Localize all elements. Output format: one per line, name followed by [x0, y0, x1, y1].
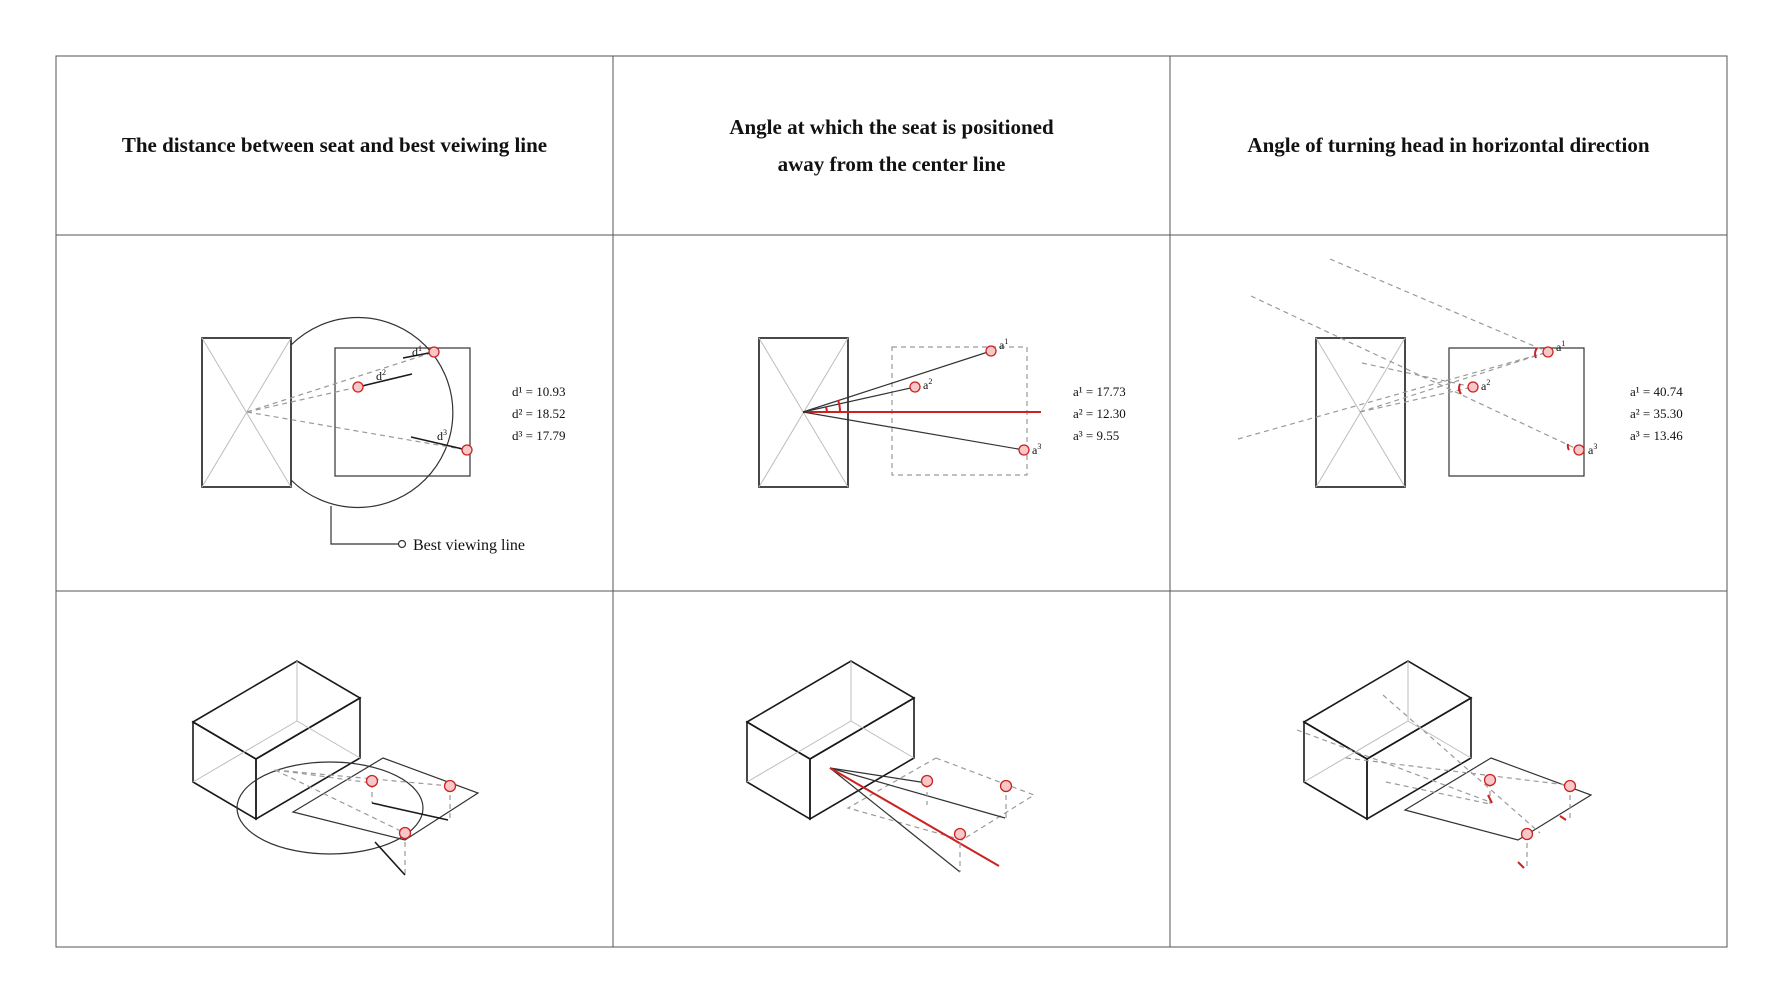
- label-a2: a: [1481, 379, 1487, 393]
- seat-a1: [1542, 346, 1554, 358]
- label-a2-sup: 2: [928, 377, 932, 386]
- screen-box: [1315, 337, 1406, 488]
- svg-text:a1: a1: [999, 337, 1008, 352]
- callout-best-viewing-line: Best viewing line: [413, 537, 525, 554]
- label-d3: d: [437, 429, 443, 443]
- svg-text:a1: a1: [1556, 339, 1565, 354]
- panel-distance-plan: d1 d2 d3 d¹ = 10.93 d² = 18.52 d³ = 17.7…: [201, 316, 565, 554]
- value-a1: a¹ = 40.74: [1630, 384, 1683, 399]
- seat-a3: [1018, 444, 1030, 456]
- header-distance-text: The distance between seat and best veiwi…: [121, 133, 548, 157]
- seating-area: [334, 347, 471, 477]
- value-a1: a¹ = 17.73: [1073, 384, 1126, 399]
- label-a1: a: [999, 338, 1005, 352]
- label-a3-sup: 3: [1037, 442, 1041, 451]
- label-a3: a: [1588, 443, 1594, 457]
- label-a2: a: [923, 378, 929, 392]
- svg-text:a3: a3: [1032, 442, 1041, 457]
- svg-text:d3: d3: [437, 428, 447, 443]
- header-distance: The distance between seat and best veiwi…: [56, 56, 613, 235]
- seating-area: [1448, 347, 1585, 477]
- screen-box: [201, 337, 292, 488]
- label-a1-sup: 1: [1004, 337, 1008, 346]
- svg-text:a2: a2: [1481, 378, 1490, 393]
- header-seat-angle: Angle at which the seat is positioned aw…: [613, 56, 1170, 235]
- label-d2: d: [376, 369, 382, 383]
- seat-a3: [1573, 444, 1585, 456]
- value-a3: a³ = 9.55: [1073, 428, 1119, 443]
- seat-a2: [909, 381, 921, 393]
- label-a1: a: [1556, 340, 1562, 354]
- value-a3: a³ = 13.46: [1630, 428, 1683, 443]
- label-a2-sup: 2: [1486, 378, 1490, 387]
- value-d2: d² = 18.52: [512, 406, 565, 421]
- label-a3-sup: 3: [1593, 442, 1597, 451]
- label-a1-sup: 1: [1561, 339, 1565, 348]
- svg-text:d1: d1: [412, 344, 422, 359]
- panel-seat-angle-iso: [745, 660, 1036, 873]
- label-a3: a: [1032, 443, 1038, 457]
- seat-d3: [461, 444, 473, 456]
- header-seat-angle-line2: away from the center line: [777, 151, 1006, 176]
- header-head-turn: Angle of turning head in horizontal dire…: [1170, 56, 1727, 235]
- svg-text:a2: a2: [923, 377, 932, 392]
- panel-head-turn-plan: a1 a2 a3 a¹ = 40.74 a² = 35.30 a³ = 13.4…: [1237, 258, 1683, 488]
- label-d2-sup: 2: [382, 368, 386, 377]
- seat-d2: [352, 381, 364, 393]
- header-head-turn-text: Angle of turning head in horizontal dire…: [1247, 133, 1650, 157]
- value-a2: a² = 12.30: [1073, 406, 1126, 421]
- seat-a1: [985, 345, 997, 357]
- label-d1-sup: 1: [418, 344, 422, 353]
- best-viewing-arc: [290, 316, 454, 509]
- panel-head-turn-iso: [1296, 660, 1593, 870]
- header-seat-angle-line1: Angle at which the seat is positioned: [729, 114, 1054, 139]
- label-d1: d: [412, 345, 418, 359]
- label-d3-sup: 3: [443, 428, 447, 437]
- value-a2: a² = 35.30: [1630, 406, 1683, 421]
- value-d3: d³ = 17.79: [512, 428, 565, 443]
- seat-a2: [1467, 381, 1479, 393]
- panel-distance-iso: [191, 660, 480, 876]
- svg-text:d2: d2: [376, 368, 386, 383]
- seat-d1: [428, 346, 440, 358]
- value-d1: d¹ = 10.93: [512, 384, 565, 399]
- table-grid: [55, 55, 1728, 948]
- svg-text:a3: a3: [1588, 442, 1597, 457]
- panel-seat-angle-plan: a1 a2 a3 a¹ = 17.73 a² = 12.30 a³ = 9.55: [758, 337, 1126, 488]
- best-viewing-ring: [236, 761, 424, 855]
